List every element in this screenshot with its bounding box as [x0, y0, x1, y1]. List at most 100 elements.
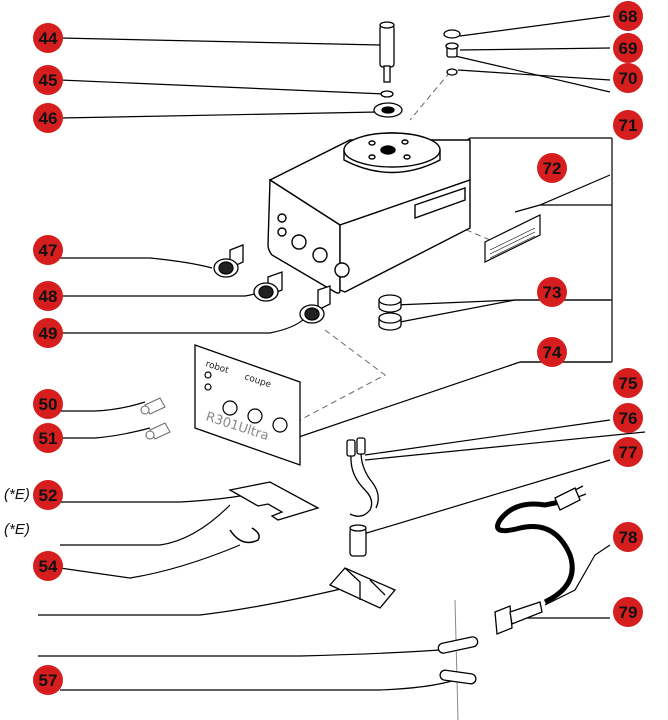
callout-51-label: 51: [39, 429, 58, 448]
leader-75: [364, 419, 611, 456]
callout-48: 48: [33, 281, 63, 311]
leader-70b: [457, 69, 611, 81]
part-73-knobs: [378, 294, 402, 331]
callout-50: 50: [33, 389, 63, 419]
leader-49: [60, 317, 306, 334]
leader-53: [60, 504, 231, 546]
part-56-pin: [437, 636, 479, 654]
callout-76: 76: [613, 403, 643, 433]
leader-54: [59, 544, 241, 579]
callout-74-label: 74: [543, 343, 562, 362]
callout-73-label: 73: [543, 283, 562, 302]
part-45-ring: [380, 90, 394, 98]
leader-51: [60, 427, 151, 439]
callout-68: 68: [613, 1, 643, 31]
leader-78: [544, 544, 611, 606]
callout-52: 52: [33, 480, 63, 510]
callout-44-label: 44: [39, 29, 58, 48]
leader-47: [60, 257, 213, 269]
callout-75-label: 75: [619, 374, 638, 393]
callout-76-label: 76: [619, 409, 638, 428]
callout-68-label: 68: [619, 7, 638, 26]
callout-70-label: 70: [619, 69, 638, 88]
part-49-switch: [299, 285, 331, 324]
callout-46: 46: [33, 103, 63, 133]
callout-72-label: 72: [543, 159, 562, 178]
leader-57: [60, 679, 456, 691]
callout-51: 51: [33, 423, 63, 453]
callout-69-label: 69: [619, 39, 638, 58]
callout-57: 57: [33, 665, 63, 695]
axis-line: [454, 599, 459, 720]
leader-69: [459, 47, 611, 51]
part-51-bulb: [145, 422, 171, 440]
part-75-76-connector: [346, 437, 379, 517]
callout-54-label: 54: [39, 557, 58, 576]
callout-44: 44: [33, 23, 63, 53]
leader-76: [364, 431, 646, 461]
annotation-e-52: (*E): [4, 486, 30, 503]
leader-68: [459, 15, 611, 37]
part-71-motor-base: [267, 132, 471, 294]
part-57-pin: [439, 669, 477, 685]
annotation-e-53: (*E): [4, 521, 30, 538]
callout-70: 70: [613, 63, 643, 93]
callout-52-label: 52: [39, 486, 58, 505]
leader-55: [38, 587, 346, 616]
part-54-clip: [229, 527, 260, 544]
callout-73: 73: [537, 277, 567, 307]
part-79-strain-relief: [494, 601, 543, 635]
callout-78: 78: [613, 522, 643, 552]
callout-71: 71: [613, 110, 643, 140]
part-78-cord: [495, 485, 587, 605]
callout-75: 75: [613, 368, 643, 398]
part-55-bracket: [328, 567, 397, 609]
part-77-capacitor: [349, 524, 367, 557]
part-70-washer: [446, 68, 458, 76]
callout-78-label: 78: [619, 528, 638, 547]
callout-47: 47: [33, 235, 63, 265]
callout-77-label: 77: [619, 443, 638, 462]
part-47-switch: [213, 244, 244, 278]
callout-54: 54: [33, 551, 63, 581]
callout-74: 74: [537, 337, 567, 367]
part-72-label: [484, 214, 541, 263]
callout-47-label: 47: [39, 241, 58, 260]
callout-71-label: 71: [619, 116, 638, 135]
leader-70a: [454, 55, 611, 93]
callout-79: 79: [613, 597, 643, 627]
callout-79-label: 79: [619, 603, 638, 622]
leader-50: [60, 401, 146, 412]
part-68-cap: [443, 29, 461, 39]
leader-72: [514, 174, 611, 213]
right-callouts: 68 69 70 71 72 73 74 75 76 77 78 79: [537, 1, 643, 627]
parts-68-70: [443, 29, 461, 76]
callout-45: 45: [33, 65, 63, 95]
part-50-bulb: [140, 397, 166, 415]
callout-77: 77: [613, 437, 643, 467]
leader-52: [60, 495, 241, 503]
callout-57-label: 57: [39, 671, 58, 690]
callout-72: 72: [537, 153, 567, 183]
leader-lines: [38, 15, 646, 691]
leader-44: [59, 37, 381, 46]
callout-45-label: 45: [39, 71, 58, 90]
part-74-control-panel: robot coupe R301Ultra: [194, 344, 301, 466]
leader-73b: [399, 299, 516, 323]
left-callouts: 44 45 46 47 48 49 50 51 52 54 57: [33, 23, 63, 695]
part-44-shaft: [379, 21, 395, 83]
part-52-plate: [228, 481, 320, 521]
leader-48: [60, 289, 263, 297]
part-48-switch: [253, 271, 283, 302]
callout-50-label: 50: [39, 395, 58, 414]
leader-71: [454, 137, 612, 151]
callout-49: 49: [33, 318, 63, 348]
leader-56: [38, 649, 441, 657]
dash-70-to-top: [409, 71, 451, 121]
callout-46-label: 46: [39, 109, 58, 128]
callout-49-label: 49: [39, 324, 58, 343]
leader-77: [359, 459, 611, 536]
callout-69: 69: [613, 33, 643, 63]
part-46-washer: [373, 102, 403, 118]
